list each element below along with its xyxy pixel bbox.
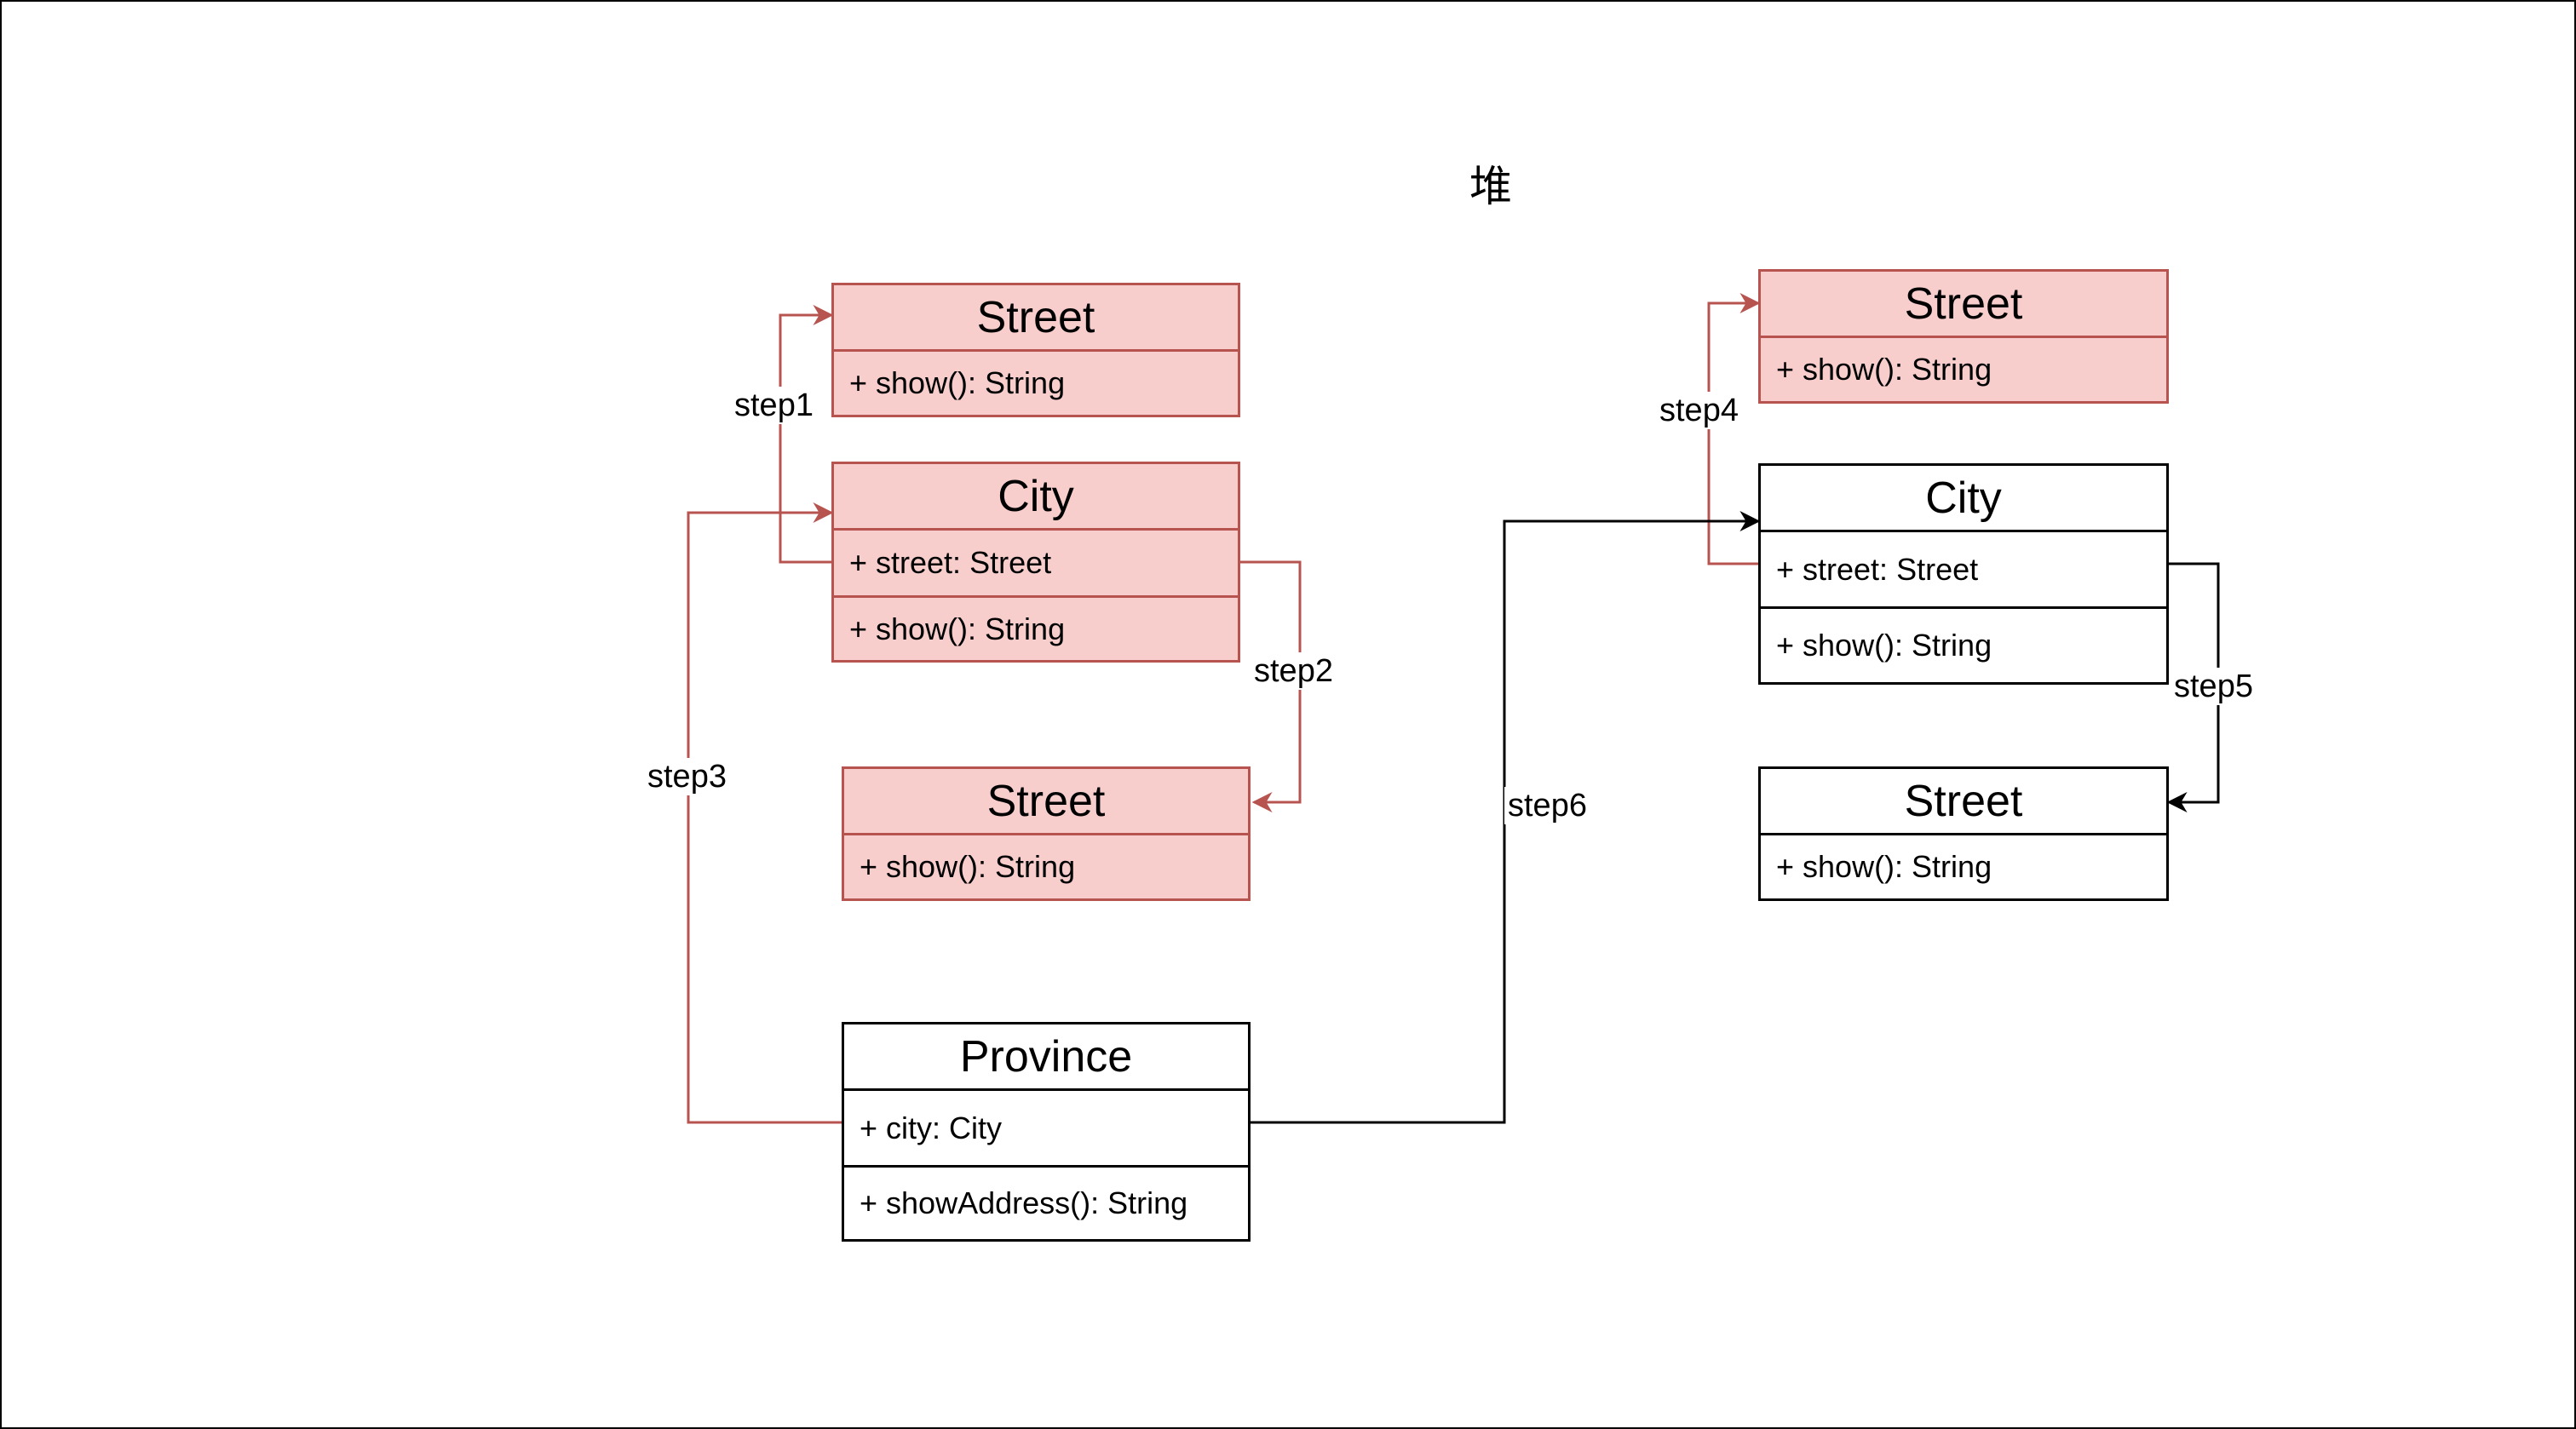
class-method: + showAddress(): String — [860, 1185, 1188, 1220]
class-attribute: + street: Street — [1761, 532, 2166, 609]
edge-step1 — [779, 305, 834, 564]
city-class-box[interactable]: City + street: Street + show(): String — [831, 462, 1240, 663]
class-name: Street — [1761, 769, 2166, 835]
diagram-title: 堆 — [1469, 162, 1512, 211]
class-name: Street — [1761, 272, 2166, 338]
class-name: City — [834, 464, 1238, 531]
class-attribute: + city: City — [844, 1091, 1248, 1168]
edge-label-step5: step5 — [2171, 668, 2257, 705]
class-name: City — [1761, 466, 2166, 532]
class-method: + show(): String — [1776, 628, 1992, 663]
edge-label-step2: step2 — [1251, 652, 1337, 690]
class-attribute: + street: Street — [834, 531, 1238, 598]
edge-step4 — [1707, 293, 1761, 565]
class-method: + show(): String — [849, 611, 1066, 646]
province-class-box[interactable]: Province + city: City + showAddress(): S… — [842, 1022, 1251, 1242]
class-name: Street — [834, 285, 1238, 352]
class-method: + show(): String — [849, 365, 1066, 400]
edge-label-step3: step3 — [644, 758, 730, 795]
street-class-box[interactable]: Street + show(): String — [842, 766, 1251, 901]
city-class-box[interactable]: City + street: Street + show(): String — [1758, 463, 2169, 685]
class-name: Province — [844, 1024, 1248, 1091]
street-class-box[interactable]: Street + show(): String — [1758, 269, 2169, 404]
class-method: + show(): String — [860, 849, 1076, 884]
edge-label-step1: step1 — [731, 387, 817, 424]
edge-label-step4: step4 — [1656, 392, 1742, 429]
edge-step3 — [687, 502, 843, 1124]
class-name: Street — [844, 769, 1248, 835]
street-class-box[interactable]: Street + show(): String — [831, 283, 1240, 417]
edge-label-step6: step6 — [1504, 787, 1590, 824]
class-method: + show(): String — [1776, 849, 1992, 884]
class-method: + show(): String — [1776, 352, 1992, 387]
street-class-box[interactable]: Street + show(): String — [1758, 766, 2169, 901]
